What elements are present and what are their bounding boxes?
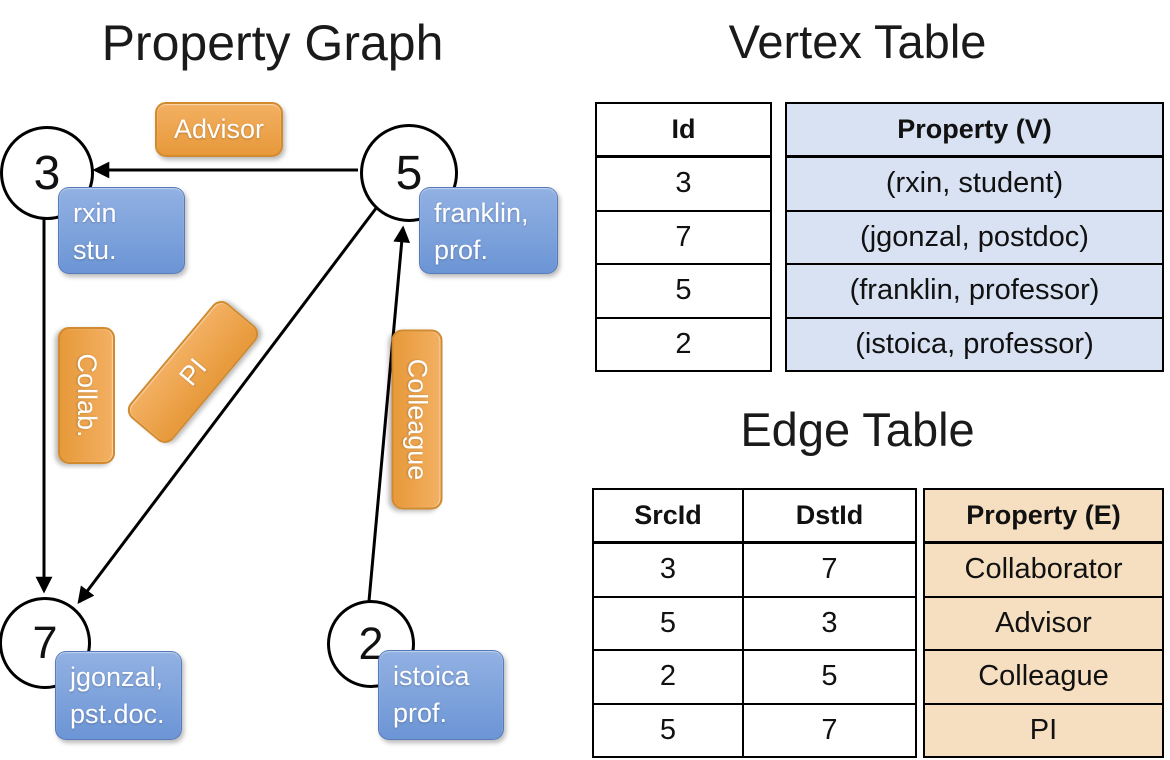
vertex-table-id-cell: 2	[675, 327, 692, 360]
vertex-id-5: 5	[395, 146, 423, 200]
vertex-5-role: prof.	[434, 235, 489, 266]
property-graph-title: Property Graph	[101, 15, 444, 71]
vertex-2-name: istoica	[393, 661, 470, 691]
edge-table-property-column: Property (E) Collaborator Advisor Collea…	[923, 488, 1164, 758]
vertex-table-property-cell: (rxin, student)	[787, 158, 1162, 212]
edge-table-title: Edge Table	[740, 403, 975, 456]
edge-label-colleague: Colleague	[391, 329, 443, 510]
vertex-5-name: franklin,	[434, 198, 529, 228]
vertex-3-name: rxin	[73, 198, 117, 228]
edge-pi-5-to-7	[77, 206, 379, 605]
edge-table-property-cell: Advisor	[925, 597, 1162, 651]
vertex-circle-2: 2	[327, 600, 415, 688]
edge-table-row: 5 3	[594, 597, 915, 651]
edge-table-dst-cell: 7	[742, 704, 915, 756]
vertex-table-header-id: Id	[597, 104, 770, 158]
vertex-property-label-5: franklin, prof.	[419, 187, 558, 274]
edge-table-header-dstid: DstId	[742, 490, 915, 541]
edge-table-row: 3 7	[594, 544, 915, 598]
vertex-id-7: 7	[32, 617, 58, 668]
edge-table-property-cell: PI	[925, 704, 1162, 756]
vertex-table-header-property: Property (V)	[787, 104, 1162, 158]
edge-table-header-property: Property (E)	[925, 490, 1162, 544]
vertex-3-role: stu.	[73, 235, 117, 266]
vertex-table-property-cell: (franklin, professor)	[787, 265, 1162, 319]
edge-table-header-row: SrcId DstId	[594, 490, 915, 544]
edge-table-id-columns: SrcId DstId 3 7 5 3 2 5 5 7	[592, 488, 917, 758]
vertex-table-property-cell: (jgonzal, postdoc)	[787, 211, 1162, 265]
edge-colleague-2-to-5	[367, 225, 411, 602]
vertex-table-title: Vertex Table	[728, 15, 987, 68]
edge-table-dst-cell: 3	[742, 597, 915, 649]
edge-table-row: 5 7	[594, 704, 915, 756]
edge-table-src-cell: 3	[659, 553, 677, 586]
vertex-table-id-cell: 3	[597, 158, 770, 212]
edge-table-property-cell: Colleague	[925, 651, 1162, 705]
edge-table-src-cell: 5	[659, 713, 677, 746]
vertex-circle-5: 5	[360, 124, 458, 222]
edge-table-src-cell: 2	[659, 660, 677, 693]
edge-table-src-cell: 5	[659, 606, 677, 639]
vertex-7-name: jgonzal,	[70, 662, 164, 692]
edge-table-row: 2 5	[594, 651, 915, 705]
vertex-table-id-column: Id 3 7 5 2	[595, 102, 772, 372]
vertex-property-label-2: istoica prof.	[378, 650, 504, 740]
edge-table-dst-cell: 7	[742, 544, 915, 596]
vertex-2-role: prof.	[393, 698, 448, 729]
vertex-property-label-3: rxin stu.	[58, 187, 185, 274]
vertex-7-role: pst.doc.	[70, 699, 165, 730]
vertex-table-id-cell: 7	[597, 212, 770, 265]
vertex-table-id-cell: 5	[597, 265, 770, 319]
edge-table-header-srcid: SrcId	[634, 500, 702, 530]
edge-label-advisor: Advisor	[155, 102, 283, 157]
vertex-table-property-column: Property (V) (rxin, student) (jgonzal, p…	[785, 102, 1164, 372]
vertex-property-label-7: jgonzal, pst.doc.	[55, 651, 182, 740]
edge-table-dst-cell: 5	[742, 651, 915, 703]
vertex-table-property-cell: (istoica, professor)	[787, 318, 1162, 370]
edge-table-property-cell: Collaborator	[925, 544, 1162, 598]
edge-label-collab: Collab.	[58, 327, 115, 464]
vertex-id-3: 3	[33, 146, 61, 200]
